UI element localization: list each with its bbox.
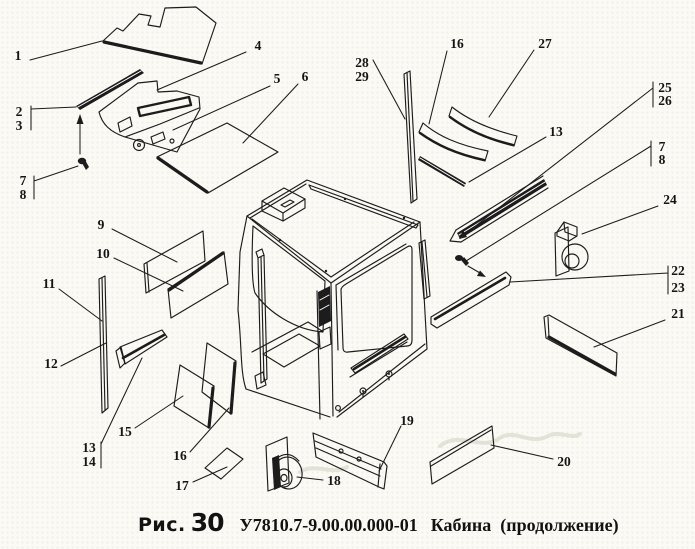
callout-9: 9	[97, 217, 105, 232]
callout-21: 21	[671, 306, 685, 321]
drawing-code: У7810.7-9.00.00.000-01	[239, 515, 418, 535]
callout-13: 13	[82, 440, 96, 455]
part-16-visor	[418, 122, 489, 162]
cab-body	[237, 179, 428, 420]
callout-20: 20	[557, 454, 571, 469]
part-18-blower	[265, 436, 303, 492]
callout-23: 23	[671, 280, 685, 295]
callout-16: 16	[173, 448, 187, 463]
callout-13-top: 13	[549, 124, 563, 139]
callout-29: 29	[355, 69, 369, 84]
part-4-5-console	[98, 80, 201, 153]
leader-lines	[29, 40, 669, 483]
callout-25: 25	[658, 80, 672, 95]
callout-26: 26	[658, 93, 672, 108]
part-10-panel	[167, 251, 229, 319]
part-17-pad	[204, 447, 244, 480]
callout-14: 14	[82, 454, 96, 469]
stamp-watermark	[298, 432, 582, 474]
callout-6: 6	[301, 69, 309, 84]
part-15-panel	[173, 364, 215, 429]
part-1-roof-mat	[102, 6, 217, 65]
callout-10: 10	[96, 246, 110, 261]
callout-3: 3	[15, 118, 23, 133]
part-20-panel	[429, 425, 495, 485]
callout-19: 19	[400, 413, 414, 428]
callout-27: 27	[538, 36, 552, 51]
callout-12: 12	[44, 356, 58, 371]
callout-7: 7	[19, 173, 27, 188]
part-7-8-screw	[76, 114, 89, 170]
callout-2: 2	[15, 104, 23, 119]
part-28-29-strip	[403, 70, 418, 204]
callout-22: 22	[671, 263, 685, 278]
figure-title: Кабина	[430, 515, 492, 535]
part-21-panel	[543, 314, 618, 377]
figure-number: 30	[190, 508, 225, 537]
part-22-23-channel	[430, 255, 512, 329]
part-19-rail	[312, 432, 388, 490]
figure-continuation: (продолжение)	[500, 515, 619, 535]
callout-28: 28	[355, 55, 369, 70]
callout-7-right: 7	[658, 139, 666, 154]
figure-caption: Рис. 30 У7810.7-9.00.00.000-01 Кабина (п…	[138, 508, 619, 537]
callout-18: 18	[327, 473, 341, 488]
callout-8: 8	[19, 187, 27, 202]
part-6-panel	[156, 122, 279, 194]
door-seal-strip	[418, 239, 431, 300]
part-25-26-rail	[449, 175, 549, 243]
callout-17: 17	[175, 478, 189, 493]
part-13-14-channel	[115, 329, 168, 369]
callout-24: 24	[663, 192, 677, 207]
callout-11: 11	[42, 276, 56, 291]
figure-label: Рис.	[138, 514, 186, 536]
part-9-panel	[143, 230, 206, 294]
cab-pillar-strip	[254, 248, 268, 390]
callout-1: 1	[14, 48, 22, 63]
callout-5: 5	[273, 71, 281, 86]
callout-4: 4	[254, 38, 262, 53]
part-2-3-strip	[76, 69, 144, 110]
callout-16-top: 16	[450, 36, 464, 51]
part-24-bracket	[554, 221, 589, 277]
part-27-visor	[448, 106, 518, 147]
part-16-panel	[201, 342, 237, 415]
part-13-strip	[418, 156, 466, 187]
callout-8-right: 8	[658, 152, 666, 167]
callout-15: 15	[118, 424, 132, 439]
